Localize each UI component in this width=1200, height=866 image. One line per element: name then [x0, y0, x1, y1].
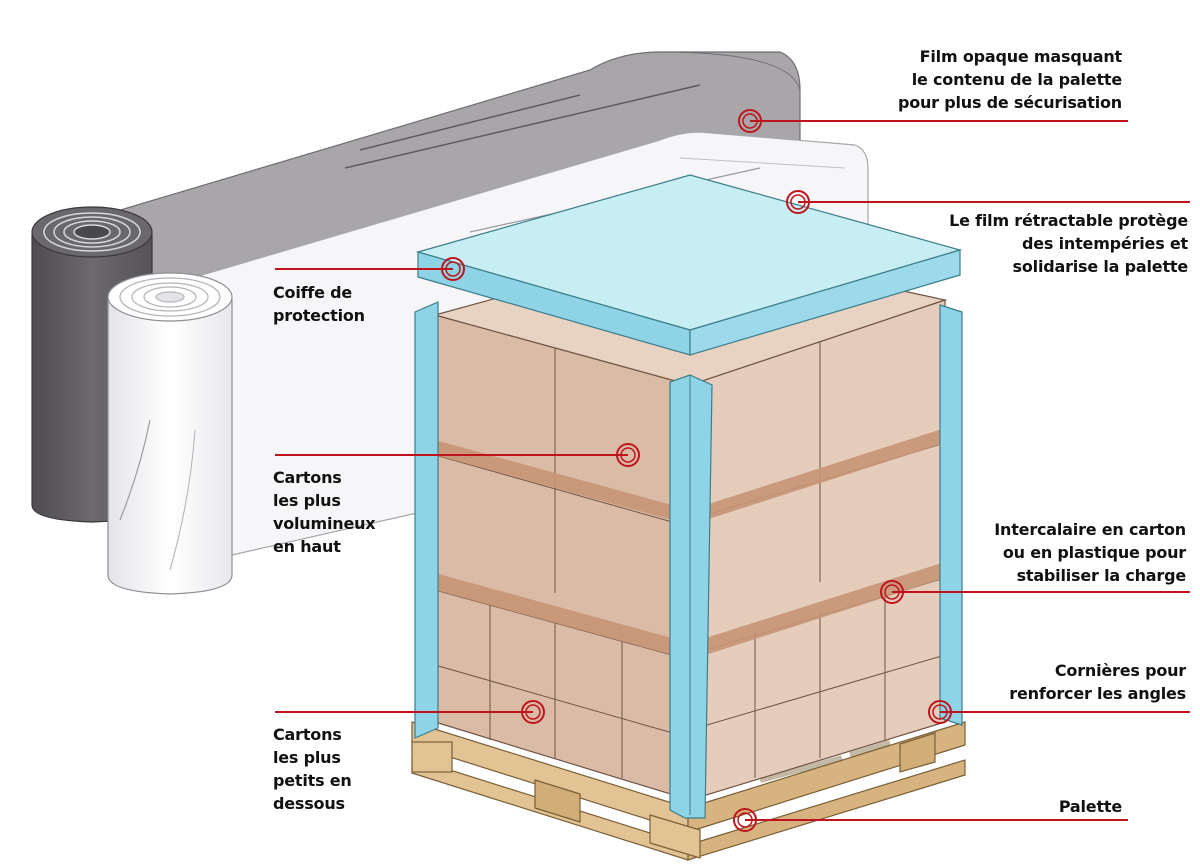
- marker-cover: [441, 257, 465, 281]
- label-shrink-film: Le film rétractable protège des intempér…: [949, 211, 1188, 276]
- marker-shrink-film: [786, 190, 810, 214]
- corner-guards: [414, 301, 963, 819]
- protective-cover: [415, 174, 963, 356]
- marker-big-cartons: [616, 443, 640, 467]
- marker-small-cartons: [521, 700, 545, 724]
- marker-pallet: [733, 808, 757, 832]
- marker-interlayer: [880, 580, 904, 604]
- label-opaque-film: Film opaque masquant le contenu de la pa…: [897, 47, 1122, 112]
- pallet: [411, 721, 966, 861]
- label-corners: Cornières pour renforcer les angles: [1009, 661, 1186, 703]
- callout-markers: [441, 109, 952, 832]
- label-small-cartons: Cartons les plus petits en dessous: [273, 725, 352, 813]
- label-cover: Coiffe de protection: [273, 283, 365, 325]
- marker-opaque-film: [738, 109, 762, 133]
- label-pallet: Palette: [1058, 797, 1122, 816]
- label-big-cartons: Cartons les plus volumineux en haut: [273, 468, 376, 556]
- shrink-film-roll: [107, 272, 233, 595]
- label-interlayer: Intercalaire en carton ou en plastique p…: [994, 520, 1186, 585]
- marker-corners: [928, 700, 952, 724]
- callout-lines: [275, 120, 1190, 821]
